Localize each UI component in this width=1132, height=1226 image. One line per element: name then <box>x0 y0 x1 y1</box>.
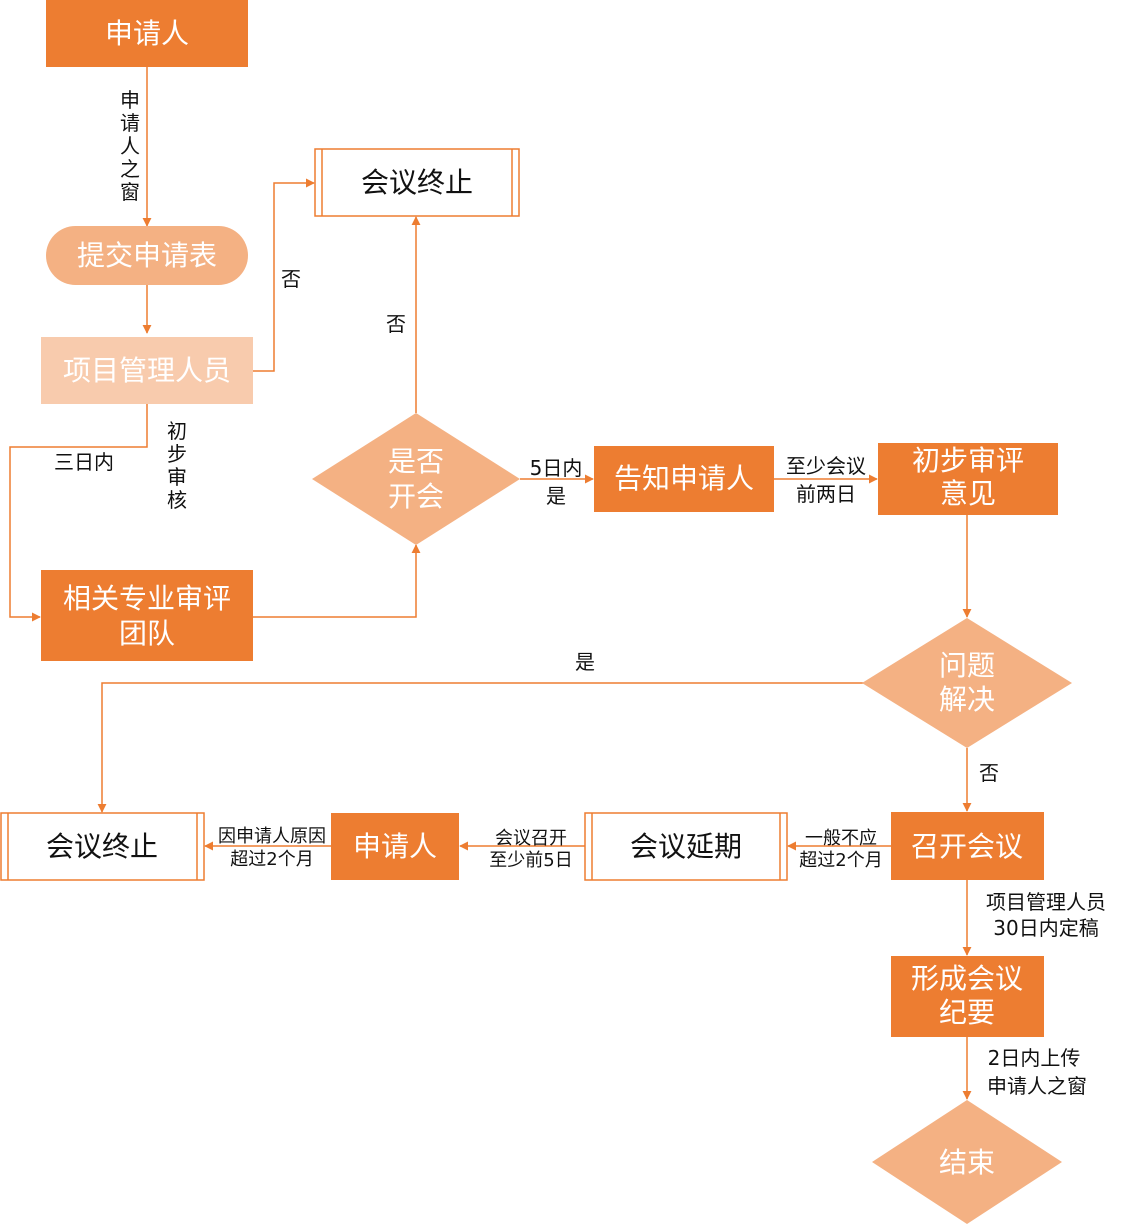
svg-text:问题: 问题 <box>939 649 995 682</box>
label-applicant-reason-line1: 因申请人原因 <box>218 826 326 847</box>
node-preliminary-opinion[interactable]: 初步审评 意见 <box>878 443 1058 515</box>
node-end[interactable]: 结束 <box>872 1100 1062 1224</box>
label-yes-decision: 是 <box>546 484 566 508</box>
svg-text:开会: 开会 <box>388 480 444 513</box>
edge-resolved-to-terminate <box>97 682 864 813</box>
svg-text:告知申请人: 告知申请人 <box>614 462 754 495</box>
svg-text:结束: 结束 <box>939 1146 995 1179</box>
svg-text:申请人: 申请人 <box>105 17 189 50</box>
label-three-days: 三日内 <box>54 450 114 474</box>
node-decision-meeting[interactable]: 是否 开会 <box>312 413 520 545</box>
svg-text:纪要: 纪要 <box>939 996 995 1029</box>
svg-text:提交申请表: 提交申请表 <box>77 239 217 272</box>
svg-text:步: 步 <box>167 442 187 466</box>
svg-text:形成会议: 形成会议 <box>911 962 1023 995</box>
label-preliminary-review-vertical: 初 步 审 核 <box>167 419 187 512</box>
svg-text:请: 请 <box>120 111 140 135</box>
connectors <box>9 67 972 1100</box>
svg-text:之: 之 <box>120 157 140 181</box>
label-applicant-reason-line2: 超过2个月 <box>230 849 313 870</box>
label-meeting-5days-line2: 至少前5日 <box>489 850 572 871</box>
label-generally-line2: 超过2个月 <box>799 850 882 871</box>
svg-text:是否: 是否 <box>388 445 444 478</box>
edge-pm-to-review-team <box>9 404 148 622</box>
node-applicant-top[interactable]: 申请人 <box>46 0 248 67</box>
edge-team-to-decision <box>253 544 421 618</box>
svg-text:会议终止: 会议终止 <box>46 830 158 863</box>
label-pm-30days-line2: 30日内定稿 <box>993 916 1098 940</box>
svg-text:人: 人 <box>120 134 140 158</box>
label-upload-line2: 申请人之窗 <box>987 1074 1087 1098</box>
label-no-decision: 否 <box>386 312 406 336</box>
node-terminate-top[interactable]: 会议终止 <box>314 148 520 217</box>
node-applicant-bottom[interactable]: 申请人 <box>331 813 459 880</box>
svg-text:申请人: 申请人 <box>353 830 437 863</box>
svg-text:核: 核 <box>167 488 187 512</box>
label-pm-30days-line1: 项目管理人员 <box>986 890 1106 914</box>
label-applicant-window-vertical: 申 请 人 之 窗 <box>120 88 140 204</box>
label-yes-resolved: 是 <box>575 650 595 674</box>
label-within-5-days: 5日内 <box>530 456 583 480</box>
svg-text:召开会议: 召开会议 <box>911 830 1023 863</box>
svg-text:初: 初 <box>167 419 187 443</box>
node-terminate-bottom[interactable]: 会议终止 <box>0 812 205 881</box>
svg-text:初步审评: 初步审评 <box>912 444 1024 477</box>
node-hold-meeting[interactable]: 召开会议 <box>891 812 1044 880</box>
node-notify-applicant[interactable]: 告知申请人 <box>594 446 774 512</box>
svg-text:会议延期: 会议延期 <box>630 830 742 863</box>
svg-text:窗: 窗 <box>120 180 140 204</box>
node-project-manager[interactable]: 项目管理人员 <box>41 337 253 404</box>
svg-text:意见: 意见 <box>940 477 996 510</box>
svg-text:相关专业审评: 相关专业审评 <box>63 582 231 615</box>
svg-text:团队: 团队 <box>119 617 175 650</box>
node-issue-resolved[interactable]: 问题 解决 <box>862 618 1072 748</box>
label-upload-line1: 2日内上传 <box>988 1046 1081 1070</box>
svg-text:会议终止: 会议终止 <box>361 166 473 199</box>
label-at-least-line1: 至少会议 <box>786 454 866 478</box>
label-no-pm: 否 <box>281 267 301 291</box>
label-meeting-5days-line1: 会议召开 <box>495 828 567 849</box>
svg-text:审: 审 <box>167 465 187 489</box>
svg-text:解决: 解决 <box>939 683 995 716</box>
node-postpone-meeting[interactable]: 会议延期 <box>584 812 788 881</box>
node-submit-form[interactable]: 提交申请表 <box>46 226 248 285</box>
node-review-team[interactable]: 相关专业审评 团队 <box>41 570 253 661</box>
label-generally-line1: 一般不应 <box>805 828 877 849</box>
label-at-least-line2: 前两日 <box>796 482 856 506</box>
svg-text:项目管理人员: 项目管理人员 <box>63 354 231 387</box>
label-no-resolved: 否 <box>979 761 999 785</box>
edge-labels: 申 请 人 之 窗 否 否 三日内 初 步 审 核 5日内 是 至少会议 前两日… <box>54 88 1106 1098</box>
svg-text:申: 申 <box>120 88 140 112</box>
node-meeting-minutes[interactable]: 形成会议 纪要 <box>891 956 1044 1037</box>
edge-pm-to-terminate <box>253 178 315 372</box>
